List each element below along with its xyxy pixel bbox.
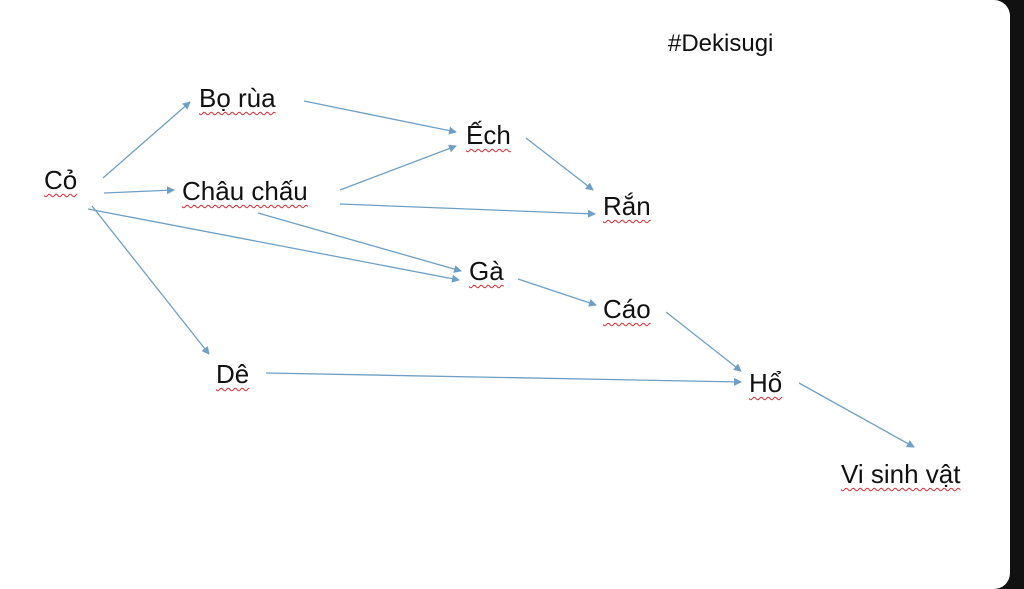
node-chau-chau: Châu chấu	[182, 176, 308, 206]
node-de: Dê	[216, 359, 250, 389]
node-cao: Cáo	[603, 294, 651, 324]
edge-ho-to-vi-sinh-vat	[798, 382, 915, 448]
node-ho: Hổ	[749, 368, 783, 398]
node-co: Cỏ	[44, 165, 78, 195]
node-ech: Ếch	[466, 120, 511, 150]
edge-co-to-de	[91, 205, 210, 355]
edge-co-to-ga	[87, 208, 460, 283]
edge-chau-chau-to-ran	[339, 203, 596, 218]
edge-co-to-chau-chau	[103, 186, 175, 195]
edge-bo-rua-to-ech	[303, 100, 457, 135]
edge-de-to-ho	[265, 372, 742, 386]
node-ran: Rắn	[603, 191, 651, 221]
watermark-tag: #Dekisugi	[668, 30, 774, 57]
edge-chau-chau-to-ga	[257, 212, 462, 273]
edge-chau-chau-to-ech	[339, 144, 457, 191]
node-ga: Gà	[469, 256, 504, 286]
edge-co-to-bo-rua	[102, 101, 191, 179]
edge-ga-to-cao	[517, 278, 597, 307]
node-bo-rua: Bọ rùa	[199, 83, 276, 113]
edge-cao-to-ho	[665, 311, 742, 372]
edge-ech-to-ran	[525, 137, 594, 191]
node-vi-sinh-vat: Vi sinh vật	[841, 459, 961, 489]
